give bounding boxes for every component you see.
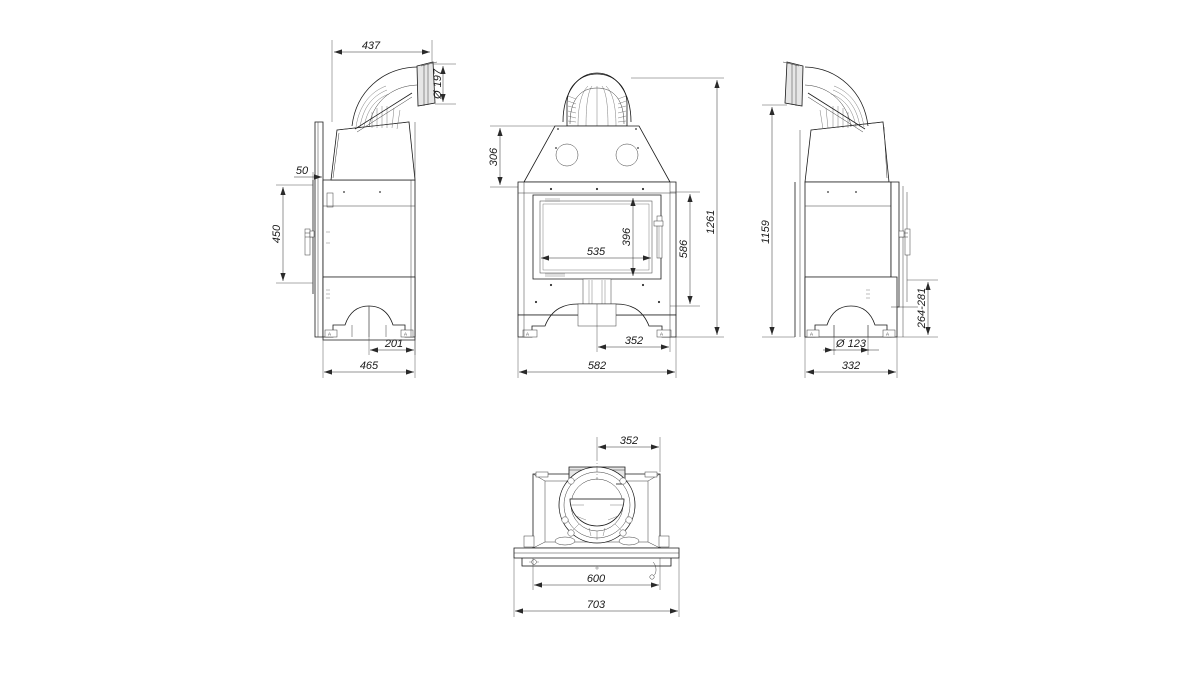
- dim-label-306: 306: [488, 147, 500, 166]
- dim-label-264-281: 264-281: [916, 288, 928, 329]
- dim-label-703: 703: [587, 599, 606, 611]
- dim-label-332: 332: [842, 360, 860, 372]
- dimension-600: 600: [532, 558, 661, 590]
- plan-view: 352 600 703: [514, 435, 679, 617]
- dimension-332: 332: [804, 337, 898, 378]
- dimension-582: 582: [517, 337, 677, 378]
- dimension-50: 50: [294, 165, 324, 180]
- left-side-view: A A: [271, 40, 456, 378]
- dimension-535: 535: [541, 246, 651, 261]
- dim-label-plan-352: 352: [620, 435, 638, 447]
- dimension-352: 352: [596, 304, 671, 352]
- dim-label-diameter-123: Ø 123: [835, 338, 867, 350]
- dim-label-582: 582: [588, 360, 606, 372]
- dimension-703: 703: [513, 558, 680, 617]
- dim-label-437: 437: [362, 40, 381, 52]
- dim-label-diameter-197: Ø 197: [432, 68, 444, 100]
- dim-label-465: 465: [360, 360, 379, 372]
- dimension-1261: 1261: [631, 77, 724, 338]
- foot-marker-label: A: [660, 331, 663, 336]
- dimension-396: 396: [621, 198, 636, 276]
- dim-label-352: 352: [625, 335, 643, 347]
- front-view: A A 306 396 535: [488, 73, 724, 378]
- foot-marker-label: A: [526, 331, 529, 336]
- dimension-264-281: 264-281: [897, 279, 938, 338]
- dim-label-586: 586: [678, 239, 690, 258]
- plan-view-geometry: [514, 455, 679, 580]
- foot-marker-label: A: [810, 331, 813, 336]
- right-side-view: A A 1159: [760, 62, 938, 378]
- dimension-diameter-123: Ø 123: [823, 325, 879, 355]
- dim-label-1159: 1159: [760, 220, 772, 244]
- dimension-plan-352: 352: [596, 435, 661, 472]
- dim-label-201: 201: [384, 338, 403, 350]
- dimension-465: 465: [322, 337, 416, 378]
- dim-label-50: 50: [296, 165, 309, 177]
- dimension-450: 450: [271, 184, 313, 284]
- dim-label-535: 535: [587, 246, 606, 258]
- dimension-306: 306: [488, 125, 555, 188]
- dim-label-600: 600: [587, 573, 606, 585]
- dim-label-396: 396: [621, 227, 633, 246]
- foot-marker-label: A: [886, 331, 889, 336]
- front-view-geometry: A A: [518, 73, 676, 337]
- dimension-437: 437: [331, 40, 433, 122]
- dimension-586: 586: [670, 191, 700, 307]
- dim-label-1261: 1261: [705, 210, 717, 234]
- right-view-geometry: A A: [782, 62, 918, 337]
- left-view-geometry: A A: [304, 62, 438, 340]
- dimension-1159: 1159: [760, 104, 795, 338]
- dim-label-450: 450: [271, 224, 283, 243]
- foot-marker-label: A: [328, 331, 331, 336]
- dimension-diameter-197: Ø 197: [432, 63, 456, 105]
- foot-marker-label: A: [404, 331, 407, 336]
